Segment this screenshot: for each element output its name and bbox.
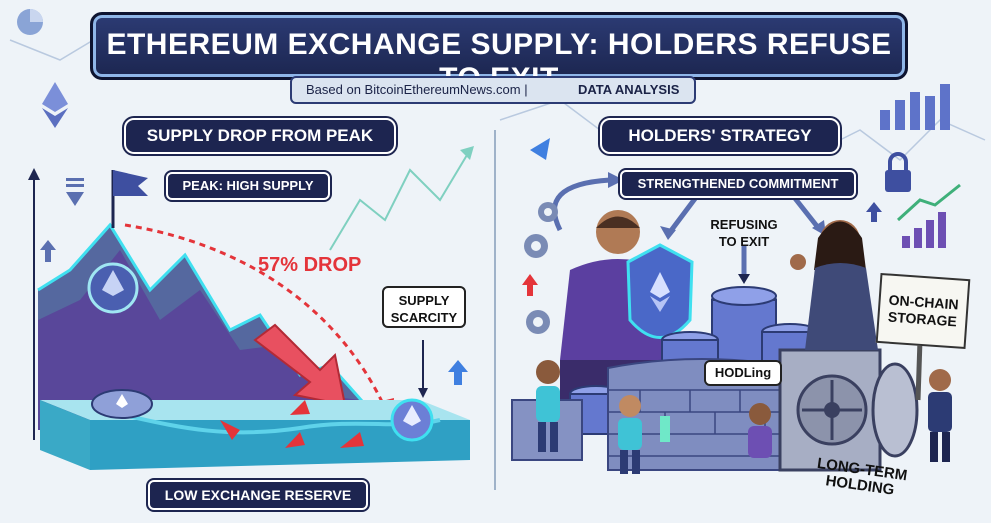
pie-icon	[17, 9, 43, 35]
background-line-chart	[329, 149, 471, 251]
down-arrow-icon	[66, 178, 84, 206]
scarcity-ethereum-coin	[390, 398, 434, 442]
commitment-label: STRENGTHENED COMMITMENT	[620, 170, 856, 198]
up-arrow-icon	[530, 138, 550, 160]
sign-post	[915, 339, 923, 401]
reserve-label: LOW EXCHANGE RESERVE	[148, 480, 368, 510]
drop-label: 57% DROP	[258, 254, 362, 276]
source-text: Based on BitcoinEthereumNews.com |	[306, 82, 528, 97]
panel-divider	[494, 130, 496, 490]
vault	[778, 348, 919, 472]
onchain-label: ON-CHAIN STORAGE	[887, 291, 960, 330]
child-figure-right	[748, 403, 772, 458]
source-bar: Based on BitcoinEthereumNews.com | DATA …	[290, 76, 696, 104]
refusing-label: REFUSING TO EXIT	[710, 217, 778, 249]
peak-label: PEAK: HIGH SUPPLY	[166, 172, 330, 200]
peak-flag-icon	[111, 170, 148, 228]
red-decline-arrow	[253, 323, 347, 407]
coin-on-platform	[91, 389, 153, 419]
data-analysis-tag: DATA ANALYSIS	[578, 82, 680, 97]
man-pushing-vault	[928, 369, 952, 462]
hodl-label: HODLing	[704, 360, 782, 386]
left-panel-title: SUPPLY DROP FROM PEAK	[124, 118, 396, 154]
onchain-sign: ON-CHAIN STORAGE	[875, 272, 971, 350]
up-arrow-icon	[40, 240, 56, 262]
title-banner: Ethereum Exchange Supply: Holders Refuse…	[90, 12, 908, 95]
drop-curve	[124, 223, 387, 409]
gear-icon	[524, 202, 558, 334]
child-figure-left	[536, 360, 560, 452]
strategy-arrows	[552, 177, 822, 275]
y-axis	[28, 168, 40, 440]
bar-chart-icon	[880, 84, 950, 130]
small-up-arrow-icon	[866, 202, 882, 222]
child-figure-middle	[618, 395, 642, 474]
holder-woman-figure	[790, 220, 878, 350]
shield-icon	[626, 243, 694, 339]
lock-icon	[885, 152, 911, 192]
blue-up-arrow	[448, 360, 468, 385]
scarcity-label: SUPPLY SCARCITY	[382, 286, 466, 328]
red-up-arrow-icon	[522, 274, 538, 296]
growth-chart-icon	[896, 183, 961, 248]
peak-ethereum-coin	[87, 262, 139, 314]
right-panel-title: HOLDERS' STRATEGY	[600, 118, 840, 154]
ethereum-icon-top	[42, 82, 68, 128]
glowing-card	[660, 416, 670, 442]
small-red-arrows	[220, 400, 364, 448]
